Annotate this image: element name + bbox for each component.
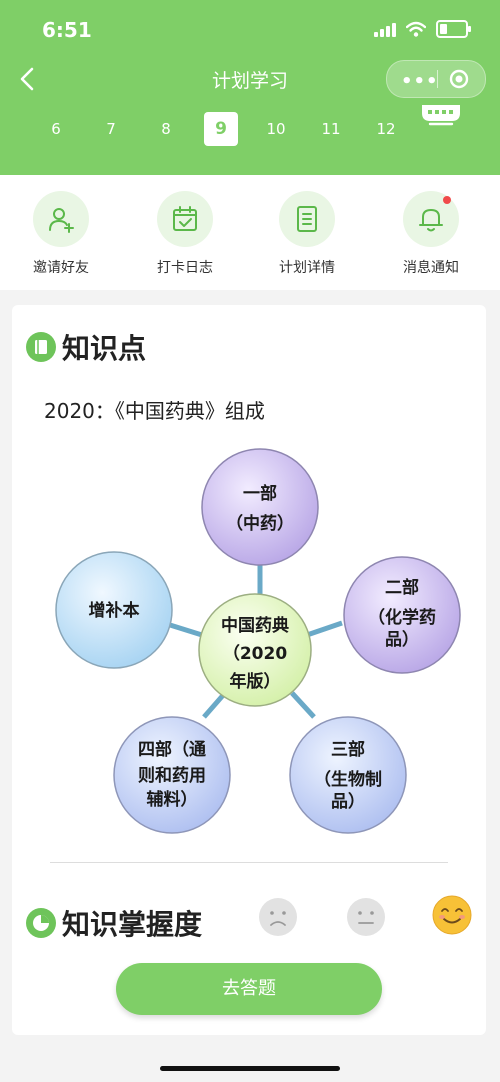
calendar-check-icon [173, 206, 197, 231]
section-title: 知识点 [62, 332, 147, 365]
action-row: 邀请好友 打卡日志 计划详情 消息通知 [0, 175, 500, 290]
svg-text:年版）: 年版） [230, 671, 281, 692]
date-item[interactable]: 7 [106, 120, 116, 138]
invite-friends-button[interactable]: 邀请好友 [6, 191, 116, 277]
target-circle-icon[interactable] [449, 69, 469, 89]
mastery-section-header: 知识掌握度 [26, 903, 202, 943]
sad-face-icon[interactable] [258, 897, 298, 937]
status-time: 6:51 [42, 18, 92, 42]
pharmacopoeia-diagram: 一部 （中药） 二部 （化学药 品） 三部 （生物制 品） 四部（通 则和药用 … [55, 448, 461, 834]
date-item[interactable]: 10 [266, 120, 286, 138]
action-label: 计划详情 [279, 260, 335, 276]
knowledge-card: 知识点 2020：《中国药典》组成 一部 [12, 305, 486, 1035]
date-item[interactable]: 12 [376, 120, 396, 138]
svg-text:则和药用: 则和药用 [138, 765, 206, 786]
svg-text:三部: 三部 [331, 739, 365, 760]
happy-face-icon[interactable] [432, 895, 472, 935]
book-icon [26, 332, 56, 362]
page-title: 计划学习 [211, 70, 288, 92]
battery-icon [436, 20, 471, 38]
date-strip: 6 7 8 9 10 11 12 [0, 112, 500, 146]
svg-text:中国药典: 中国药典 [221, 615, 289, 636]
section-divider [50, 862, 448, 863]
diagram-connectors [169, 563, 343, 719]
date-item[interactable]: 6 [51, 120, 61, 138]
diagram-node-4: 四部（通 则和药用 辅料） [113, 716, 231, 834]
status-icons [374, 20, 471, 38]
go-answer-button[interactable]: 去答题 [116, 963, 382, 1015]
svg-text:二部: 二部 [385, 577, 419, 598]
pie-chart-icon [26, 908, 56, 938]
signal-icon [374, 21, 396, 37]
diagram-node-1: 一部 （中药） [201, 448, 319, 566]
icon-circle [279, 191, 335, 247]
document-icon [297, 206, 317, 232]
notification-badge [443, 196, 451, 204]
diagram-node-5: 增补本 [55, 551, 173, 669]
header: 6:51 计划学习 ••• 6 7 8 9 10 11 12 [0, 0, 500, 175]
svg-text:（生物制: （生物制 [314, 769, 382, 790]
knowledge-section-header: 知识点 [26, 327, 146, 367]
add-user-icon [49, 208, 74, 233]
calendar-expand-icon[interactable] [420, 103, 462, 127]
svg-text:品）: 品） [385, 629, 419, 650]
diagram-center-node: 中国药典 （2020 年版） [198, 593, 312, 707]
icon-circle [33, 191, 89, 247]
mini-program-capsule: ••• [386, 60, 486, 98]
svg-text:增补本: 增补本 [89, 600, 140, 621]
knowledge-subtitle: 2020：《中国药典》组成 [44, 399, 265, 423]
plan-details-button[interactable]: 计划详情 [252, 191, 362, 277]
wifi-icon [406, 21, 426, 37]
svg-text:辅料）: 辅料） [147, 789, 198, 810]
date-item-selected[interactable]: 9 [204, 112, 238, 146]
back-icon[interactable] [16, 64, 40, 94]
more-dots-icon[interactable]: ••• [401, 71, 439, 92]
neutral-face-icon[interactable] [346, 897, 386, 937]
icon-circle [403, 191, 459, 247]
svg-text:（化学药: （化学药 [368, 607, 436, 628]
date-item[interactable]: 11 [321, 120, 341, 138]
diagram-node-2: 二部 （化学药 品） [343, 556, 461, 674]
svg-text:品）: 品） [331, 791, 365, 812]
svg-text:四部（通: 四部（通 [138, 739, 206, 760]
action-label: 打卡日志 [157, 260, 213, 276]
home-indicator [160, 1066, 340, 1071]
section-title: 知识掌握度 [62, 908, 203, 941]
date-item[interactable]: 8 [161, 120, 171, 138]
capsule-divider [437, 70, 438, 88]
diagram-node-3: 三部 （生物制 品） [289, 716, 407, 834]
svg-text:（2020: （2020 [223, 643, 287, 664]
action-label: 消息通知 [403, 260, 459, 276]
icon-circle [157, 191, 213, 247]
checkin-log-button[interactable]: 打卡日志 [130, 191, 240, 277]
bell-icon [419, 209, 443, 232]
svg-text:一部: 一部 [243, 483, 277, 504]
action-label: 邀请好友 [33, 260, 89, 276]
notifications-button[interactable]: 消息通知 [376, 191, 486, 277]
svg-text:（中药）: （中药） [226, 513, 294, 534]
